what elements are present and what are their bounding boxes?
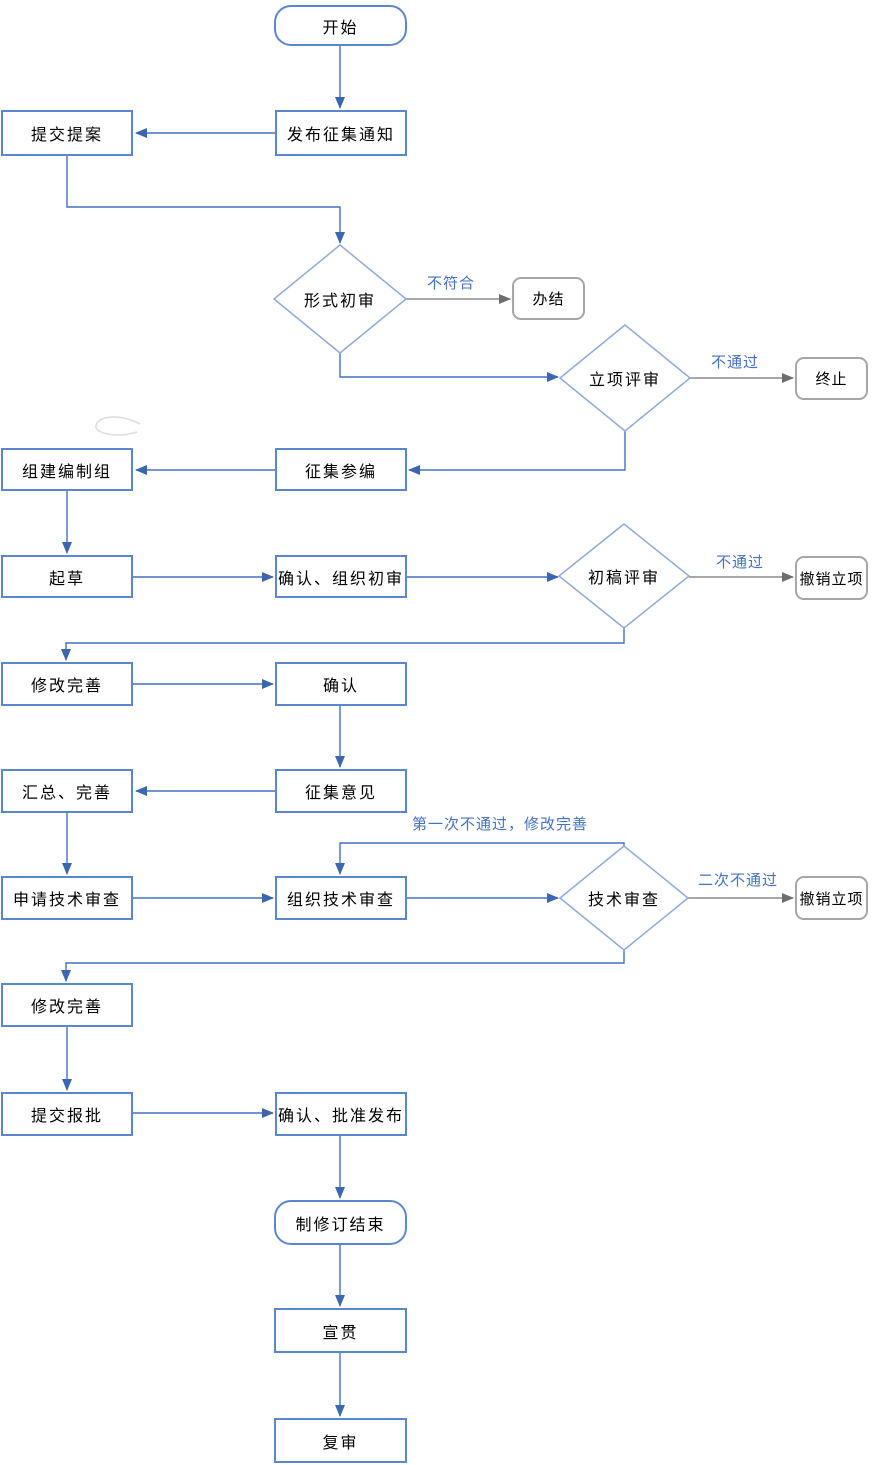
decision-tech-review — [558, 845, 690, 951]
node-label: 组建编制组 — [21, 463, 112, 481]
edge-formal-review-pass — [339, 353, 559, 382]
node-collect-participants: 征集参编 — [275, 448, 407, 491]
edge-proposal-to-formal-review — [66, 156, 345, 244]
decision-formal-review — [272, 244, 408, 354]
decision-project-review — [558, 324, 692, 432]
node-revise-improve-1: 修改完善 — [1, 662, 133, 706]
node-label: 终止 — [815, 371, 848, 388]
edge-label-project-review-fail: 不通过 — [711, 354, 760, 371]
node-revision-end: 制修订结束 — [274, 1200, 407, 1245]
node-submit-proposal: 提交提案 — [1, 110, 133, 156]
edge-label-formal-review-fail: 不符合 — [427, 275, 476, 292]
edge-label-tech-review-fail-once-loop: 第一次不通过，修改完善 — [412, 816, 589, 833]
node-label: 汇总、完善 — [21, 785, 112, 802]
node-label: 复审 — [322, 1434, 359, 1452]
node-label: 修改完善 — [30, 999, 103, 1016]
node-label: 提交报批 — [30, 1108, 103, 1125]
node-label: 征集意见 — [304, 785, 377, 802]
node-confirm-initial-review: 确认、组织初审 — [275, 555, 407, 598]
edge-first-draft-review-pass — [61, 628, 625, 661]
node-organize-tech-review: 组织技术审查 — [275, 876, 407, 920]
edge-label-first-draft-review-fail: 不通过 — [716, 554, 765, 571]
node-summarize-improve: 汇总、完善 — [1, 769, 133, 813]
node-label: 申请技术审查 — [12, 892, 121, 909]
node-close-case: 办结 — [512, 277, 585, 320]
node-label: 宣贯 — [322, 1324, 359, 1342]
stray-mark-artifact — [95, 416, 141, 436]
edge-tech-review-pass — [61, 950, 625, 982]
edge-project-review-pass — [408, 431, 626, 475]
node-cancel-project-2: 撤销立项 — [795, 876, 868, 920]
node-collect-opinions: 征集意见 — [275, 769, 407, 813]
node-terminate: 终止 — [795, 357, 868, 400]
node-submit-for-approval: 提交报批 — [1, 1092, 133, 1136]
node-label: 开始 — [322, 19, 359, 37]
node-label: 提交提案 — [30, 127, 103, 144]
node-label: 征集参编 — [304, 463, 377, 481]
node-label: 撤销立项 — [799, 570, 864, 588]
node-publish-notice: 发布征集通知 — [275, 110, 407, 156]
edge-label-tech-review-fail-twice: 二次不通过 — [698, 872, 779, 889]
node-label: 制修订结束 — [295, 1216, 386, 1234]
node-label: 确认 — [322, 678, 359, 695]
node-form-drafting-group: 组建编制组 — [1, 448, 133, 491]
decision-first-draft-review — [557, 523, 691, 629]
node-label: 确认、批准发布 — [277, 1108, 404, 1125]
node-label: 撤销立项 — [799, 890, 864, 908]
node-confirm-approve-publish: 确认、批准发布 — [275, 1092, 407, 1136]
node-label: 修改完善 — [30, 678, 103, 695]
node-label: 组织技术审查 — [286, 892, 395, 909]
node-apply-tech-review: 申请技术审查 — [1, 876, 133, 920]
node-start: 开始 — [274, 5, 407, 46]
node-confirm: 确认 — [275, 662, 407, 706]
node-label: 起草 — [48, 570, 85, 588]
edge-tech-review-fail-once-loop — [335, 842, 625, 875]
node-re-examination: 复审 — [274, 1418, 407, 1463]
node-revise-improve-2: 修改完善 — [1, 983, 133, 1027]
node-label: 办结 — [532, 291, 565, 308]
node-cancel-project-1: 撤销立项 — [795, 556, 868, 600]
node-draft: 起草 — [1, 555, 133, 598]
node-publicize: 宣贯 — [274, 1308, 407, 1353]
node-label: 发布征集通知 — [286, 127, 395, 144]
node-label: 确认、组织初审 — [277, 570, 404, 588]
